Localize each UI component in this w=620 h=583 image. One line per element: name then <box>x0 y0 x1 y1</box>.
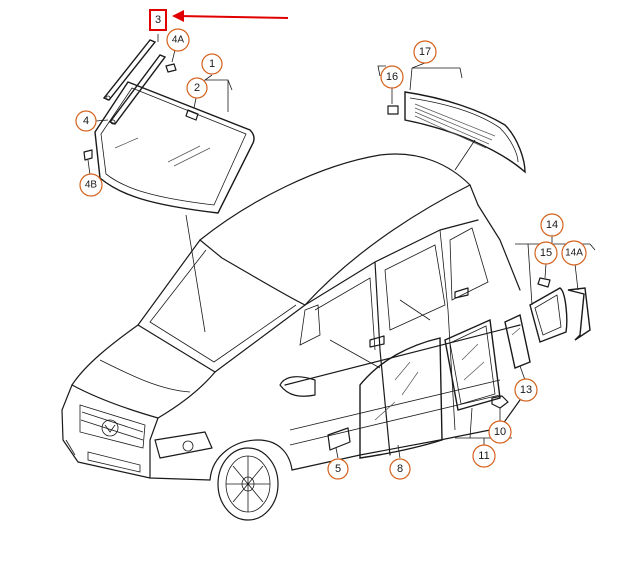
svg-text:14A: 14A <box>565 248 583 259</box>
callout-15[interactable]: 15 <box>534 241 558 265</box>
rear-quarter-glass <box>529 277 591 343</box>
svg-text:4B: 4B <box>85 180 98 191</box>
svg-text:4: 4 <box>83 115 89 127</box>
callout-16[interactable]: 16 <box>380 65 404 89</box>
callout-13[interactable]: 13 <box>514 378 538 402</box>
callout-2[interactable]: 2 <box>186 77 208 99</box>
windshield-trim-strips <box>83 39 177 161</box>
red-arrow-icon <box>172 10 289 22</box>
car-body <box>61 153 521 521</box>
svg-text:3: 3 <box>155 14 161 26</box>
svg-text:16: 16 <box>386 71 398 83</box>
callout-4[interactable]: 4 <box>75 110 97 132</box>
callout-14[interactable]: 14 <box>540 213 564 237</box>
callout-8[interactable]: 8 <box>389 458 411 480</box>
callout-5[interactable]: 5 <box>327 458 349 480</box>
svg-text:11: 11 <box>478 450 489 462</box>
svg-text:17: 17 <box>419 46 431 58</box>
callout-11[interactable]: 11 <box>472 444 496 468</box>
callout-17[interactable]: 17 <box>413 40 437 64</box>
svg-text:10: 10 <box>494 426 506 438</box>
windshield <box>94 81 255 214</box>
svg-text:5: 5 <box>335 463 341 475</box>
callout-14A[interactable]: 14A <box>561 240 587 266</box>
svg-text:1: 1 <box>209 58 215 70</box>
rear-window <box>387 91 526 174</box>
svg-text:14: 14 <box>546 219 558 231</box>
door-glass <box>327 313 531 459</box>
svg-text:15: 15 <box>540 247 552 259</box>
callout-1[interactable]: 1 <box>201 53 223 75</box>
svg-text:13: 13 <box>520 384 532 396</box>
callout-3[interactable]: 3 <box>149 9 167 31</box>
svg-text:2: 2 <box>194 82 200 94</box>
callout-10[interactable]: 10 <box>488 420 512 444</box>
svg-text:4A: 4A <box>172 35 185 46</box>
callout-4A[interactable]: 4A <box>166 28 190 52</box>
svg-text:8: 8 <box>397 463 403 475</box>
callout-4B[interactable]: 4B <box>79 173 103 197</box>
